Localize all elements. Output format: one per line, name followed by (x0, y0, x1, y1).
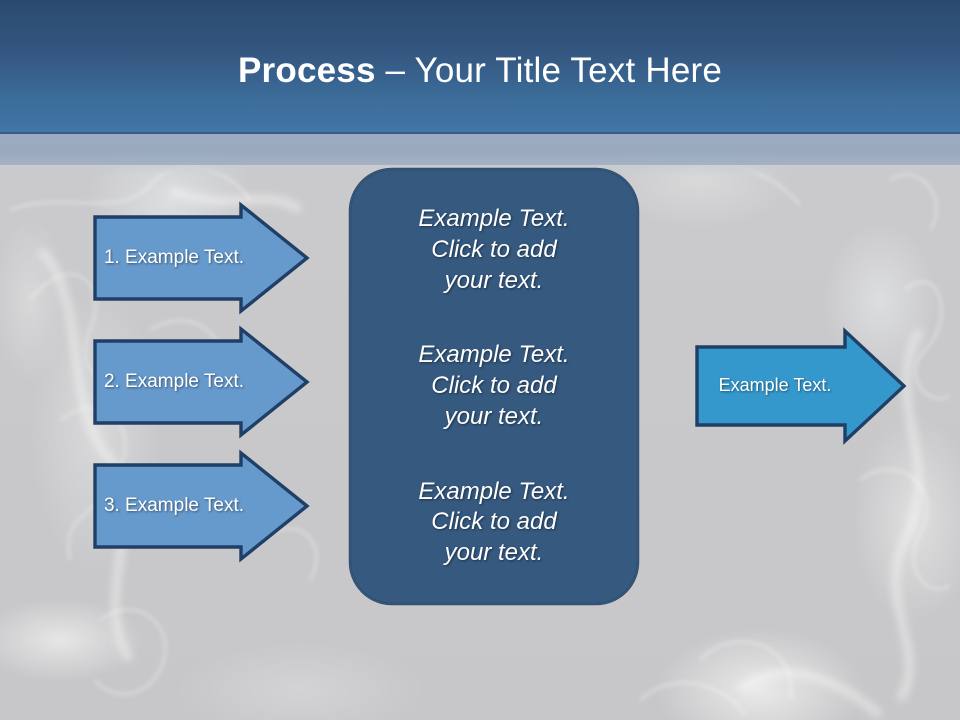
slide-header: Process – Your Title Text Here (0, 0, 960, 132)
center-panel[interactable] (348, 167, 640, 606)
step-arrow-1[interactable] (93, 201, 310, 315)
step-arrow-3[interactable] (93, 449, 310, 563)
result-arrow[interactable] (695, 327, 907, 445)
header-edge-line (0, 132, 960, 134)
page-title-dash: – (375, 50, 415, 90)
page-title: Process – Your Title Text Here (238, 45, 722, 88)
page-title-bold: Process (238, 50, 376, 90)
header-accent-band (0, 134, 960, 165)
page-title-rest: Your Title Text Here (414, 50, 722, 90)
step-arrow-2[interactable] (93, 325, 310, 439)
